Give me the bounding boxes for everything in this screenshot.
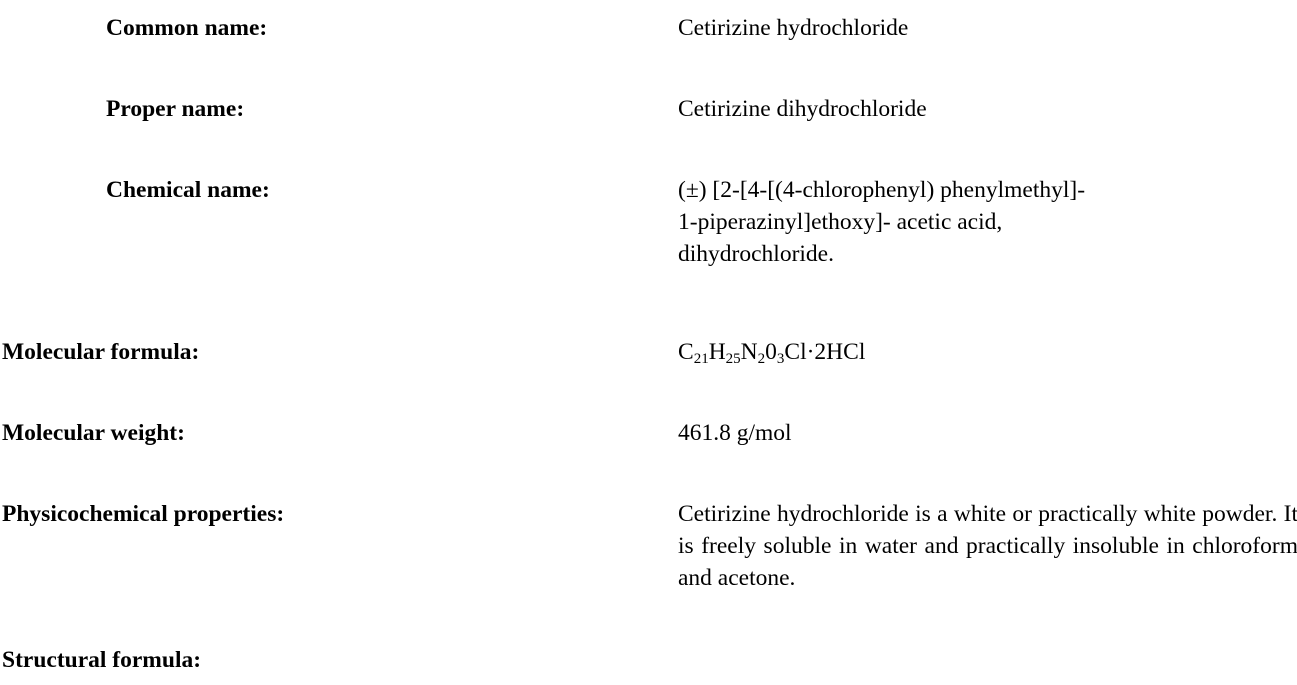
formula-subscript: 3 [776, 351, 785, 367]
structural-formula-label: Structural formula: [2, 647, 202, 673]
molecular-weight-label: Molecular weight: [2, 420, 185, 446]
chemical-name-line: dihydrochloride. [678, 241, 834, 267]
formula-subscript: 2 [757, 351, 766, 367]
formula-element: 0 [765, 339, 777, 365]
proper-name-label: Proper name: [106, 96, 245, 122]
formula-element: Cl·2HCl [784, 339, 866, 365]
formula-element: H [708, 339, 726, 365]
physicochemical-properties-value: Cetirizine hydrochloride is a white or p… [678, 501, 1297, 591]
chemical-name-line: (±) [2-[4-[(4-chlorophenyl) phenylmethyl… [678, 177, 1086, 203]
common-name-value: Cetirizine hydrochloride [678, 15, 909, 41]
formula-subscript: 21 [693, 351, 709, 367]
formula-subscript: 25 [725, 351, 741, 367]
proper-name-value: Cetirizine dihydrochloride [678, 96, 927, 122]
physicochemical-properties-label: Physicochemical properties: [2, 501, 285, 527]
chemical-name-line: 1-piperazinyl]ethoxy]- acetic acid, [678, 209, 1003, 235]
chemical-name-label: Chemical name: [106, 177, 270, 203]
molecular-formula-value: C21H25N203Cl·2HCl [678, 336, 865, 368]
molecular-weight-value: 461.8 g/mol [678, 420, 792, 446]
formula-element: C [678, 339, 694, 365]
formula-element: N [740, 339, 758, 365]
chemical-name-value: (±) [2-[4-[(4-chlorophenyl) phenylmethyl… [678, 174, 1085, 270]
common-name-label: Common name: [106, 15, 268, 41]
molecular-formula-label: Molecular formula: [2, 339, 200, 365]
